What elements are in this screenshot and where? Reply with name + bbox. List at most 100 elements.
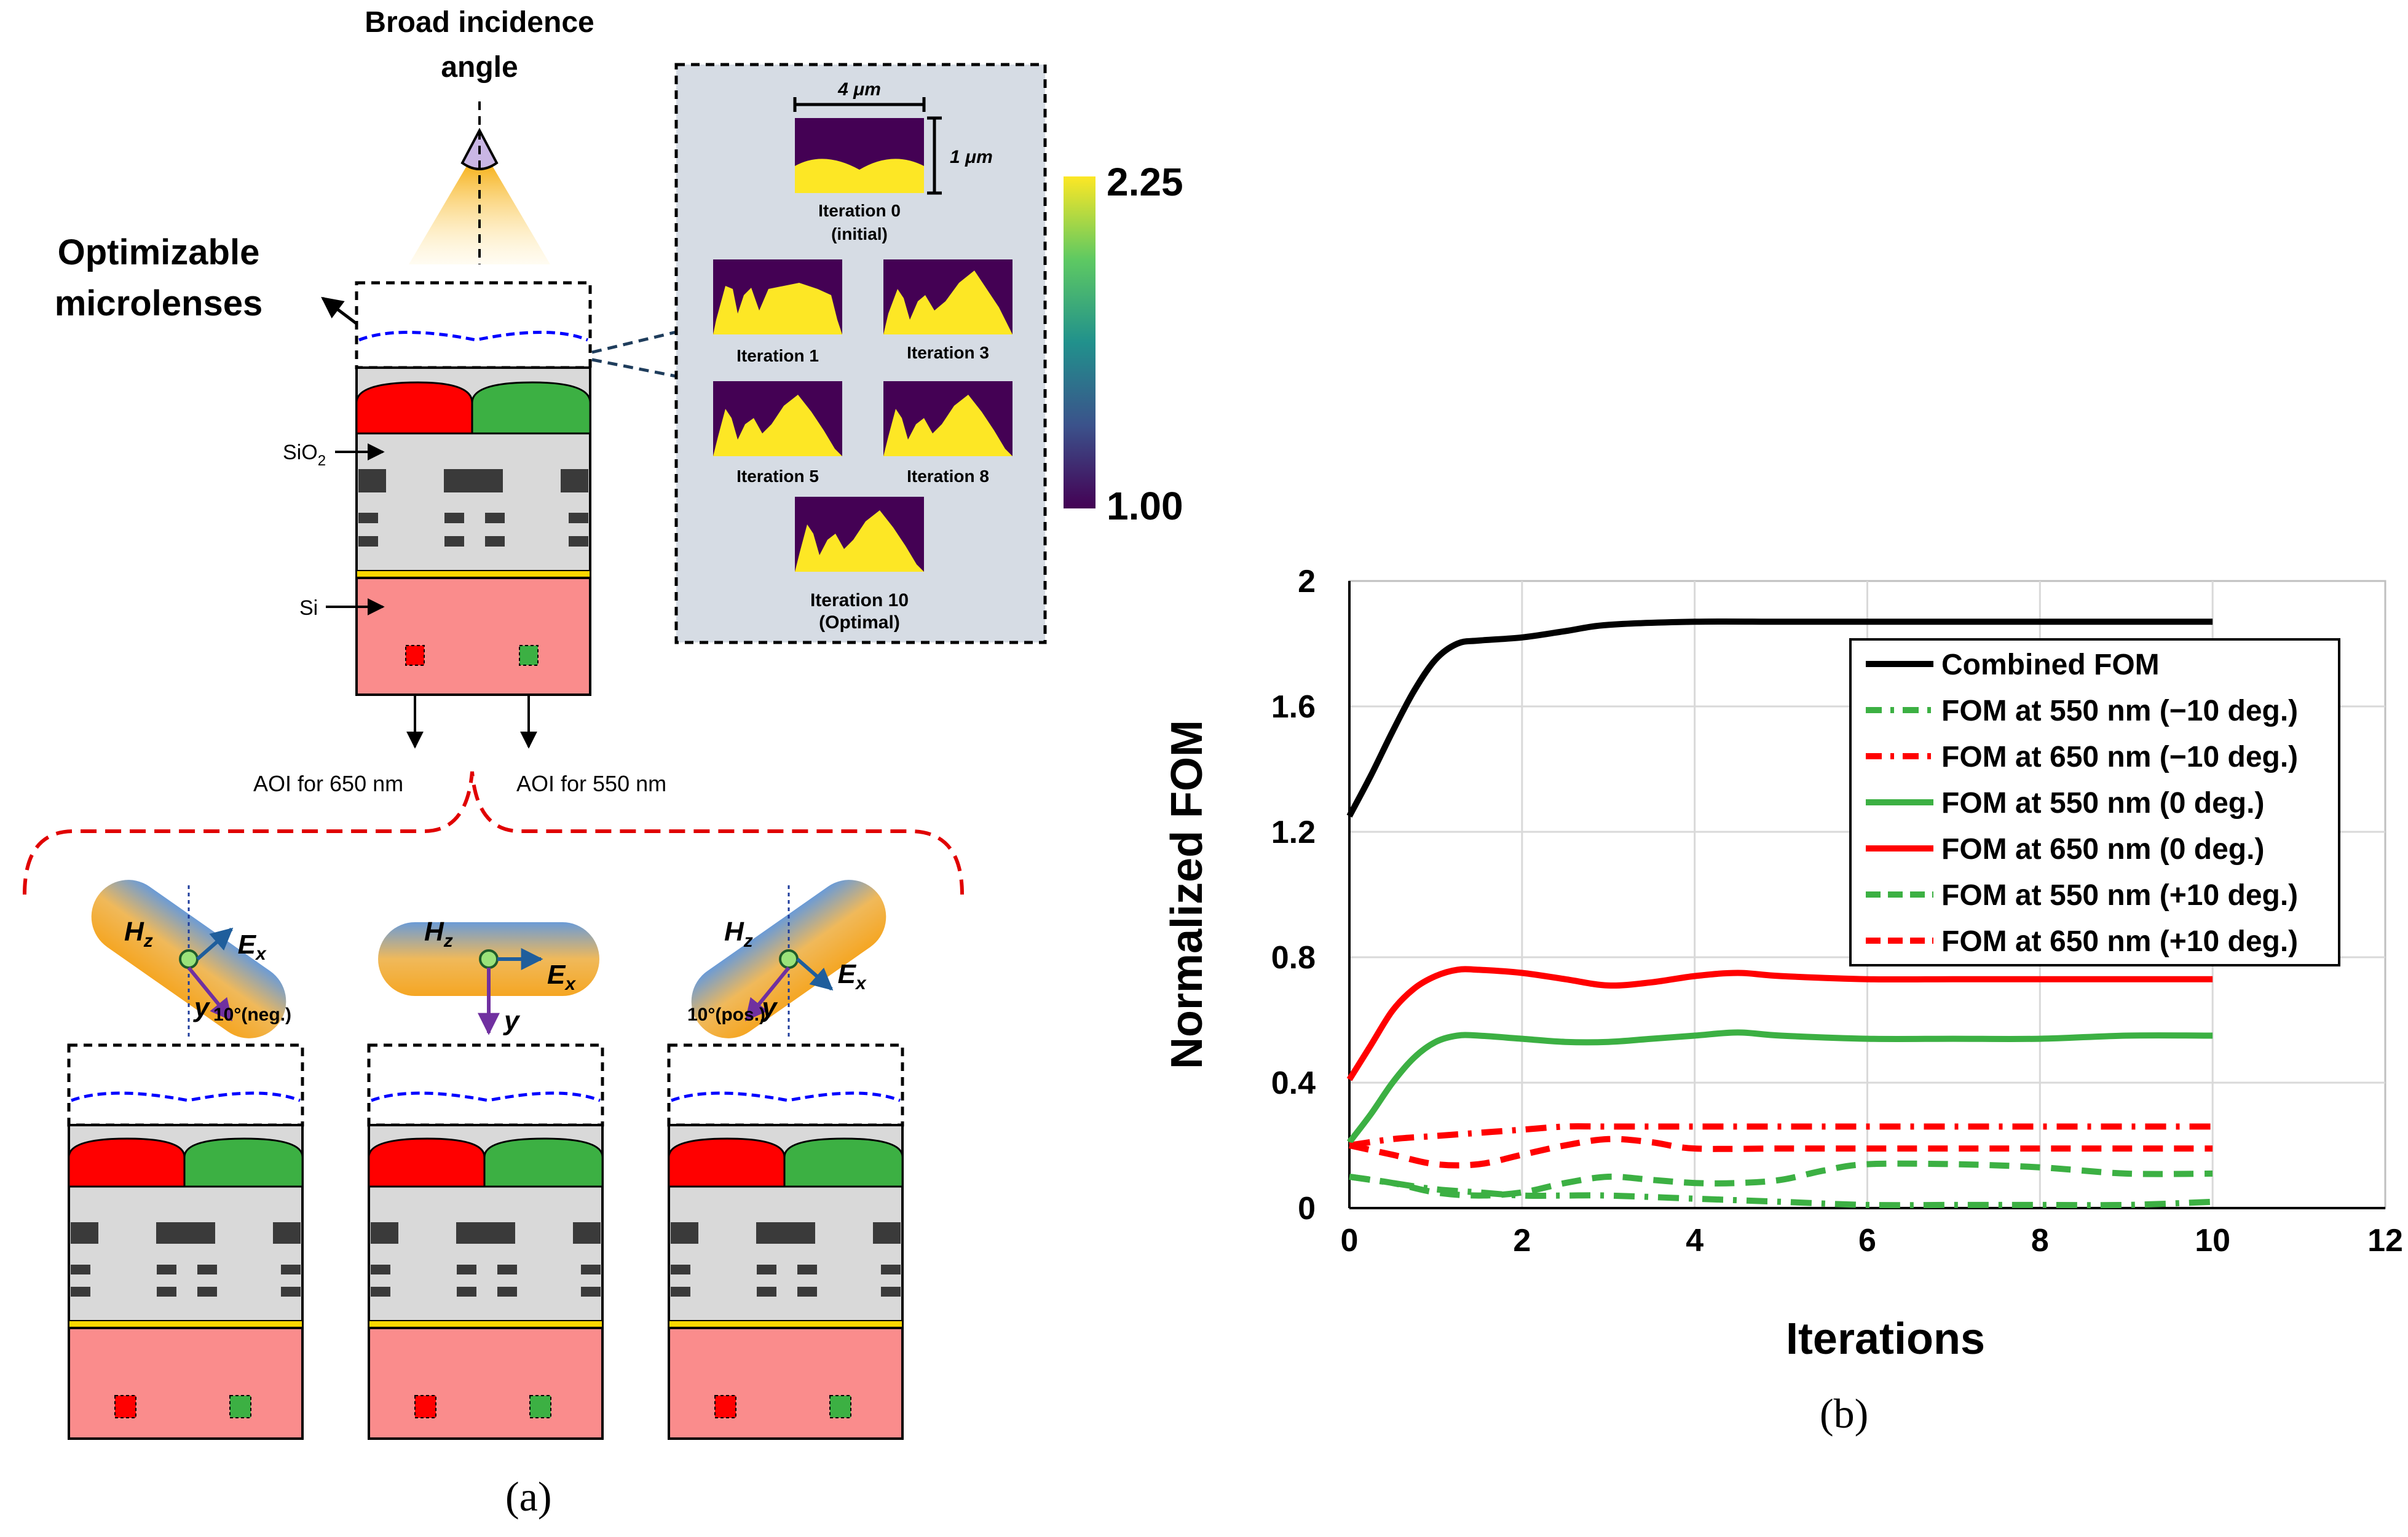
metal-block xyxy=(797,1287,817,1297)
angle-label: 10°(pos.) xyxy=(687,1005,765,1025)
legend-label: FOM at 550 nm (−10 deg.) xyxy=(1941,695,2298,727)
metal-block xyxy=(485,536,505,547)
iteration-3-lens xyxy=(883,271,1013,334)
metal-block xyxy=(358,469,386,492)
metal-block xyxy=(873,1222,901,1244)
iteration-label: Iteration 8 xyxy=(907,467,989,486)
metal-block xyxy=(456,1222,515,1244)
hz-out-of-plane-icon xyxy=(779,949,799,969)
y-tick-label: 1.6 xyxy=(1271,689,1316,725)
legend-label: FOM at 650 nm (−10 deg.) xyxy=(1941,741,2298,773)
hz-out-of-plane-icon xyxy=(179,949,199,969)
metal-block xyxy=(444,536,464,547)
legend-label: FOM at 650 nm (+10 deg.) xyxy=(1941,925,2298,958)
metal-block xyxy=(157,1287,176,1297)
iteration-1-lens xyxy=(713,283,842,334)
metal-block xyxy=(756,1222,815,1244)
series-lines xyxy=(1346,618,2213,1209)
iteration-sublabel: (Optimal) xyxy=(819,612,900,633)
legend: Combined FOM FOM at 550 nm (−10 deg.) FOM … xyxy=(1849,638,2340,966)
series-line-3 xyxy=(1349,1123,2213,1148)
microlens-design-region xyxy=(367,1043,604,1127)
red-photodiode xyxy=(414,1395,436,1418)
red-photodiode xyxy=(405,645,425,666)
metal-block xyxy=(881,1287,901,1297)
source-label-line2: angle xyxy=(441,51,518,84)
iteration-label: Iteration 3 xyxy=(907,343,989,362)
series-line-6 xyxy=(1349,1160,2213,1199)
x-tick-label: 2 xyxy=(1513,1223,1531,1258)
iteration-sublabel: (initial) xyxy=(831,224,888,243)
y-tick-label: 1.2 xyxy=(1271,815,1316,850)
x-tick-label: 4 xyxy=(1686,1223,1703,1258)
metal-block xyxy=(71,1287,90,1297)
main-pixel-stack xyxy=(355,281,592,696)
metal-block xyxy=(569,536,588,547)
metal-block xyxy=(157,1265,176,1274)
inset-connector xyxy=(591,330,677,354)
metal-block xyxy=(197,1265,217,1274)
metal-block xyxy=(581,1287,601,1297)
x-tick-label: 10 xyxy=(2195,1223,2230,1258)
iteration-5-lens xyxy=(713,395,842,456)
ex-label: Ex xyxy=(838,959,867,994)
microlens-design-region xyxy=(355,281,592,369)
metal-block xyxy=(757,1265,776,1274)
silicon-substrate xyxy=(668,1327,904,1440)
microlens-profile xyxy=(671,1091,901,1102)
colorbar-min-label: 1.00 xyxy=(1107,484,1183,528)
iteration-0-lens xyxy=(795,159,924,193)
y-label: y xyxy=(760,992,778,1022)
colorbar xyxy=(1064,176,1095,508)
metal-block xyxy=(671,1265,690,1274)
metal-block xyxy=(457,1287,476,1297)
red-color-filter xyxy=(68,1137,186,1188)
legend-label: FOM at 650 nm (0 deg.) xyxy=(1941,833,2264,866)
red-color-filter xyxy=(355,381,473,435)
y-tick-label: 0.8 xyxy=(1271,940,1316,976)
metal-block xyxy=(497,1265,517,1274)
x-axis-label: Iterations xyxy=(1786,1314,1985,1364)
metal-block xyxy=(156,1222,215,1244)
metal-block xyxy=(569,513,588,523)
y-vector-arrow xyxy=(187,966,233,1022)
iteration-label: Iteration 10 xyxy=(810,590,909,610)
metal-block xyxy=(273,1222,301,1244)
source-label-line1: Broad incidence xyxy=(365,6,594,39)
metal-block xyxy=(358,536,378,547)
series-line-5 xyxy=(1346,966,2213,1081)
red-color-filter xyxy=(368,1137,486,1188)
series-line-2 xyxy=(1349,1174,2213,1209)
legend-label: Combined FOM xyxy=(1941,649,2160,681)
height-label: 1 μm xyxy=(950,147,993,167)
metal-block xyxy=(581,1265,601,1274)
y-label: y xyxy=(503,1006,521,1036)
x-tick-label: 8 xyxy=(2031,1223,2049,1258)
panel-b-label: (b) xyxy=(1820,1390,1869,1437)
y-label: y xyxy=(193,992,211,1022)
x-tick-label: 12 xyxy=(2367,1223,2403,1258)
green-photodiode xyxy=(529,1395,551,1418)
green-color-filter xyxy=(783,1137,904,1188)
green-photodiode xyxy=(519,645,539,666)
metal-block xyxy=(281,1287,301,1297)
y-vector-arrow xyxy=(744,966,791,1022)
iteration-8-lens xyxy=(883,395,1013,456)
optimizable-label-line2: microlenses xyxy=(55,283,263,323)
x-tick-label: 6 xyxy=(1858,1223,1876,1258)
microlens-design-region xyxy=(667,1043,904,1127)
green-color-filter xyxy=(483,1137,604,1188)
metal-block xyxy=(561,469,588,492)
metal-block xyxy=(671,1222,698,1244)
angle-label: 10°(neg.) xyxy=(213,1005,291,1025)
iteration-label: Iteration 1 xyxy=(736,346,819,365)
metal-block xyxy=(757,1287,776,1297)
sio2-label: SiO2 xyxy=(283,441,326,469)
metal-block xyxy=(671,1287,690,1297)
legend-label: FOM at 550 nm (0 deg.) xyxy=(1941,787,2264,820)
